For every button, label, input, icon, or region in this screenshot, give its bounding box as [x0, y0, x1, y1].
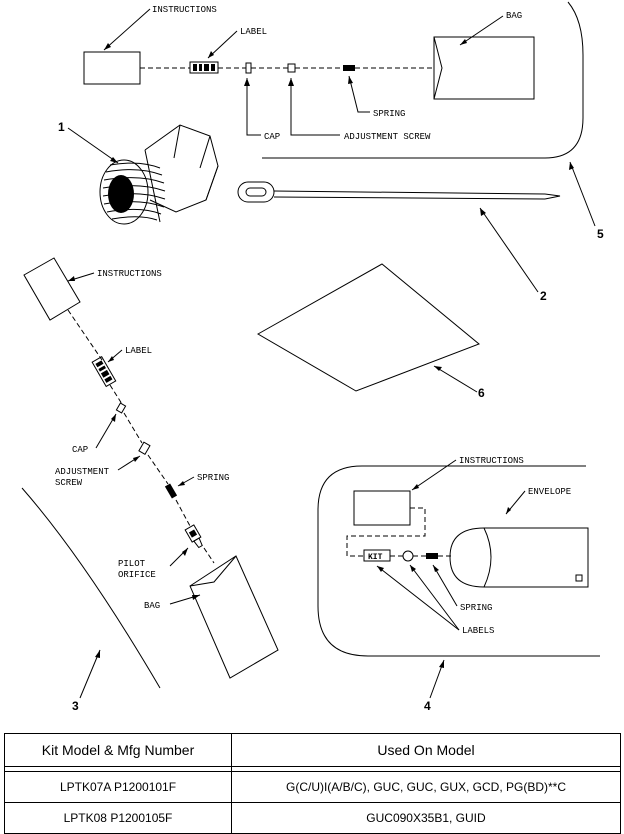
kit-model-table: Kit Model & Mfg Number Used On Model LPT… [4, 733, 621, 834]
spring-part-top [343, 65, 355, 71]
callout-5: 5 [597, 227, 604, 241]
used-on-model-cell: G(C/U)I(A/B/C), GUC, GUC, GUX, GCD, PG(B… [231, 771, 621, 803]
adjustment-label-left-1: ADJUSTMENT [55, 467, 110, 477]
pilot-label-2: ORIFICE [118, 570, 156, 580]
labels-label-right: LABELS [462, 626, 494, 636]
table-row: LPTK07A P1200101F G(C/U)I(A/B/C), GUC, G… [4, 771, 621, 803]
kit-3-group: INSTRUCTIONS LABEL CAP ADJUSTMENT SCREW … [21, 257, 279, 713]
instructions-sheet-right [353, 490, 411, 526]
callout-4: 4 [424, 699, 431, 713]
instructions-label-right: INSTRUCTIONS [459, 456, 524, 466]
instructions-label-left: INSTRUCTIONS [97, 269, 162, 279]
header-kit-model: Kit Model & Mfg Number [4, 733, 232, 767]
callout-1: 1 [58, 120, 65, 134]
kit-3-bracket [21, 487, 161, 689]
adjustment-screw-part-top [287, 63, 296, 73]
label-label-top: LABEL [240, 27, 267, 37]
instructions-label-top: INSTRUCTIONS [152, 5, 217, 15]
adjustment-screw-label-top: ADJUSTMENT SCREW [344, 132, 431, 142]
label-dot-right [402, 550, 414, 562]
orifice-tool-rod [237, 181, 561, 203]
callout-2: 2 [540, 289, 547, 303]
adjustment-label-left-2: SCREW [55, 478, 83, 488]
bag-label-left: BAG [144, 601, 160, 611]
envelope-label: ENVELOPE [528, 487, 571, 497]
bag-left [189, 555, 279, 679]
table-row: LPTK08 P1200105F GUC090X35B1, GUID [4, 802, 621, 834]
kit-4-bracket [317, 465, 600, 657]
kit-5-bracket [262, 1, 584, 159]
bag-label-top: BAG [506, 11, 522, 21]
header-used-on-model: Used On Model [231, 733, 621, 767]
used-on-model-cell: GUC090X35B1, GUID [231, 802, 621, 834]
pilot-orifice-part [184, 524, 203, 549]
cap-label-top: CAP [264, 132, 280, 142]
label-tag-top [189, 61, 219, 74]
kit-model-cell: LPTK07A P1200101F [4, 771, 232, 803]
callout-6: 6 [478, 386, 485, 400]
parts-diagram: INSTRUCTIONS LABEL BAG [21, 1, 604, 713]
pilot-label-1: PILOT [118, 559, 146, 569]
spring-label-top: SPRING [373, 109, 405, 119]
kit-model-cell: LPTK08 P1200105F [4, 802, 232, 834]
spring-part-right [426, 553, 438, 559]
envelope [449, 527, 589, 588]
instructions-sheet-left [23, 257, 81, 321]
label-label-left: LABEL [125, 346, 152, 356]
kit-5-group: INSTRUCTIONS LABEL BAG [83, 1, 604, 241]
callout-3: 3 [72, 699, 79, 713]
cap-label-left: CAP [72, 445, 88, 455]
instructions-sheet-top [83, 51, 141, 85]
cap-part-top [245, 62, 252, 74]
pipe-fitting [99, 124, 219, 225]
spring-part-left [164, 483, 178, 499]
label-tag-left [91, 356, 117, 388]
svg-text:KIT: KIT [368, 553, 383, 562]
spring-label-right: SPRING [460, 603, 492, 613]
sheet-6 [256, 263, 480, 392]
kit-4-group: INSTRUCTIONS KIT ENVELOPE SPRING LABELS [317, 456, 600, 713]
spring-label-left: SPRING [197, 473, 229, 483]
table-header-row: Kit Model & Mfg Number Used On Model [4, 733, 621, 767]
bag-top [433, 36, 535, 100]
cap-part-left [115, 402, 127, 414]
adjustment-screw-part-left [138, 441, 151, 456]
label-tag-right: KIT [363, 549, 391, 562]
